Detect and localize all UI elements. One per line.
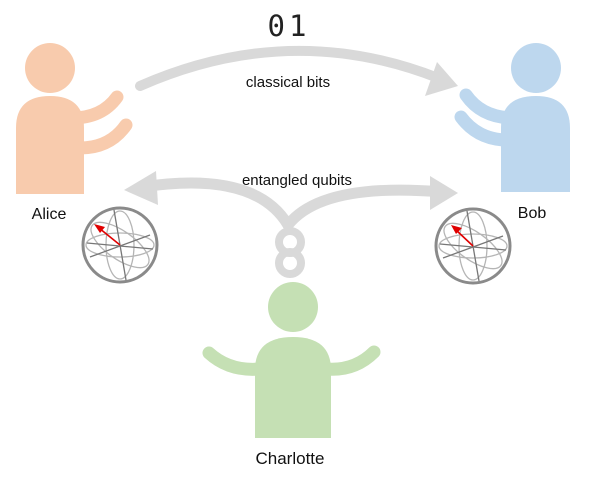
classical-bits-label: classical bits [246,74,330,91]
bob-qubit-bloch-sphere-icon [434,207,512,285]
charlotte-name: Charlotte [256,449,325,468]
entangled-qubits-label: entangled qubits [242,172,352,189]
state-vector [455,229,474,247]
classical-bits-arrow [135,45,458,96]
alice-qubit-bloch-sphere-icon [81,206,159,284]
state-vector [98,227,121,246]
entangled-qubits-arrow [124,171,458,231]
charlotte-figure [202,282,381,438]
twisted-link-icon [275,227,305,278]
top-bits: 01 [268,9,311,43]
bob-name: Bob [518,205,547,222]
bob-figure [454,43,570,192]
alice-name: Alice [32,206,67,223]
alice-figure [16,43,133,194]
